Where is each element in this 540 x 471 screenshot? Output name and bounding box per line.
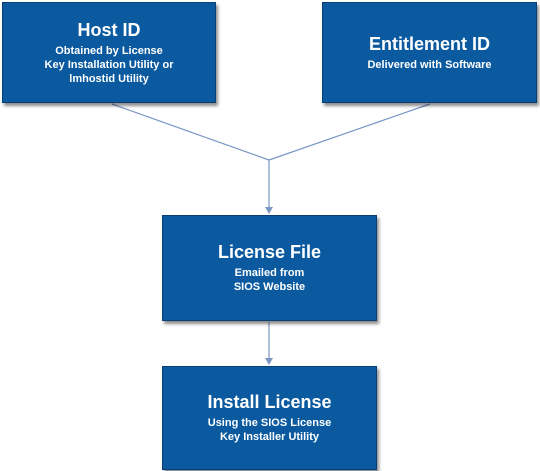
install-license-subtitle: Using the SIOS License Key Installer Uti… <box>207 417 332 443</box>
install-license-box: Install License Using the SIOS License K… <box>162 366 377 470</box>
host-id-subtitle: Obtained by License Key Installation Uti… <box>44 44 174 85</box>
connector-entitlement-to-merge <box>268 103 431 161</box>
license-file-box: License File Emailed from SIOS Website <box>162 215 377 321</box>
entitlement-id-title: Entitlement ID <box>368 33 490 54</box>
host-id-title: Host ID <box>77 19 141 40</box>
host-id-box: Host ID Obtained by License Key Installa… <box>2 2 216 103</box>
entitlement-id-subtitle: Delivered with Software <box>367 58 492 71</box>
connector-host-to-merge <box>111 103 270 161</box>
entitlement-id-box: Entitlement ID Delivered with Software <box>322 2 537 103</box>
license-file-subtitle: Emailed from SIOS Website <box>233 267 306 293</box>
license-file-title: License File <box>217 242 322 262</box>
install-license-title: Install License <box>207 392 332 412</box>
